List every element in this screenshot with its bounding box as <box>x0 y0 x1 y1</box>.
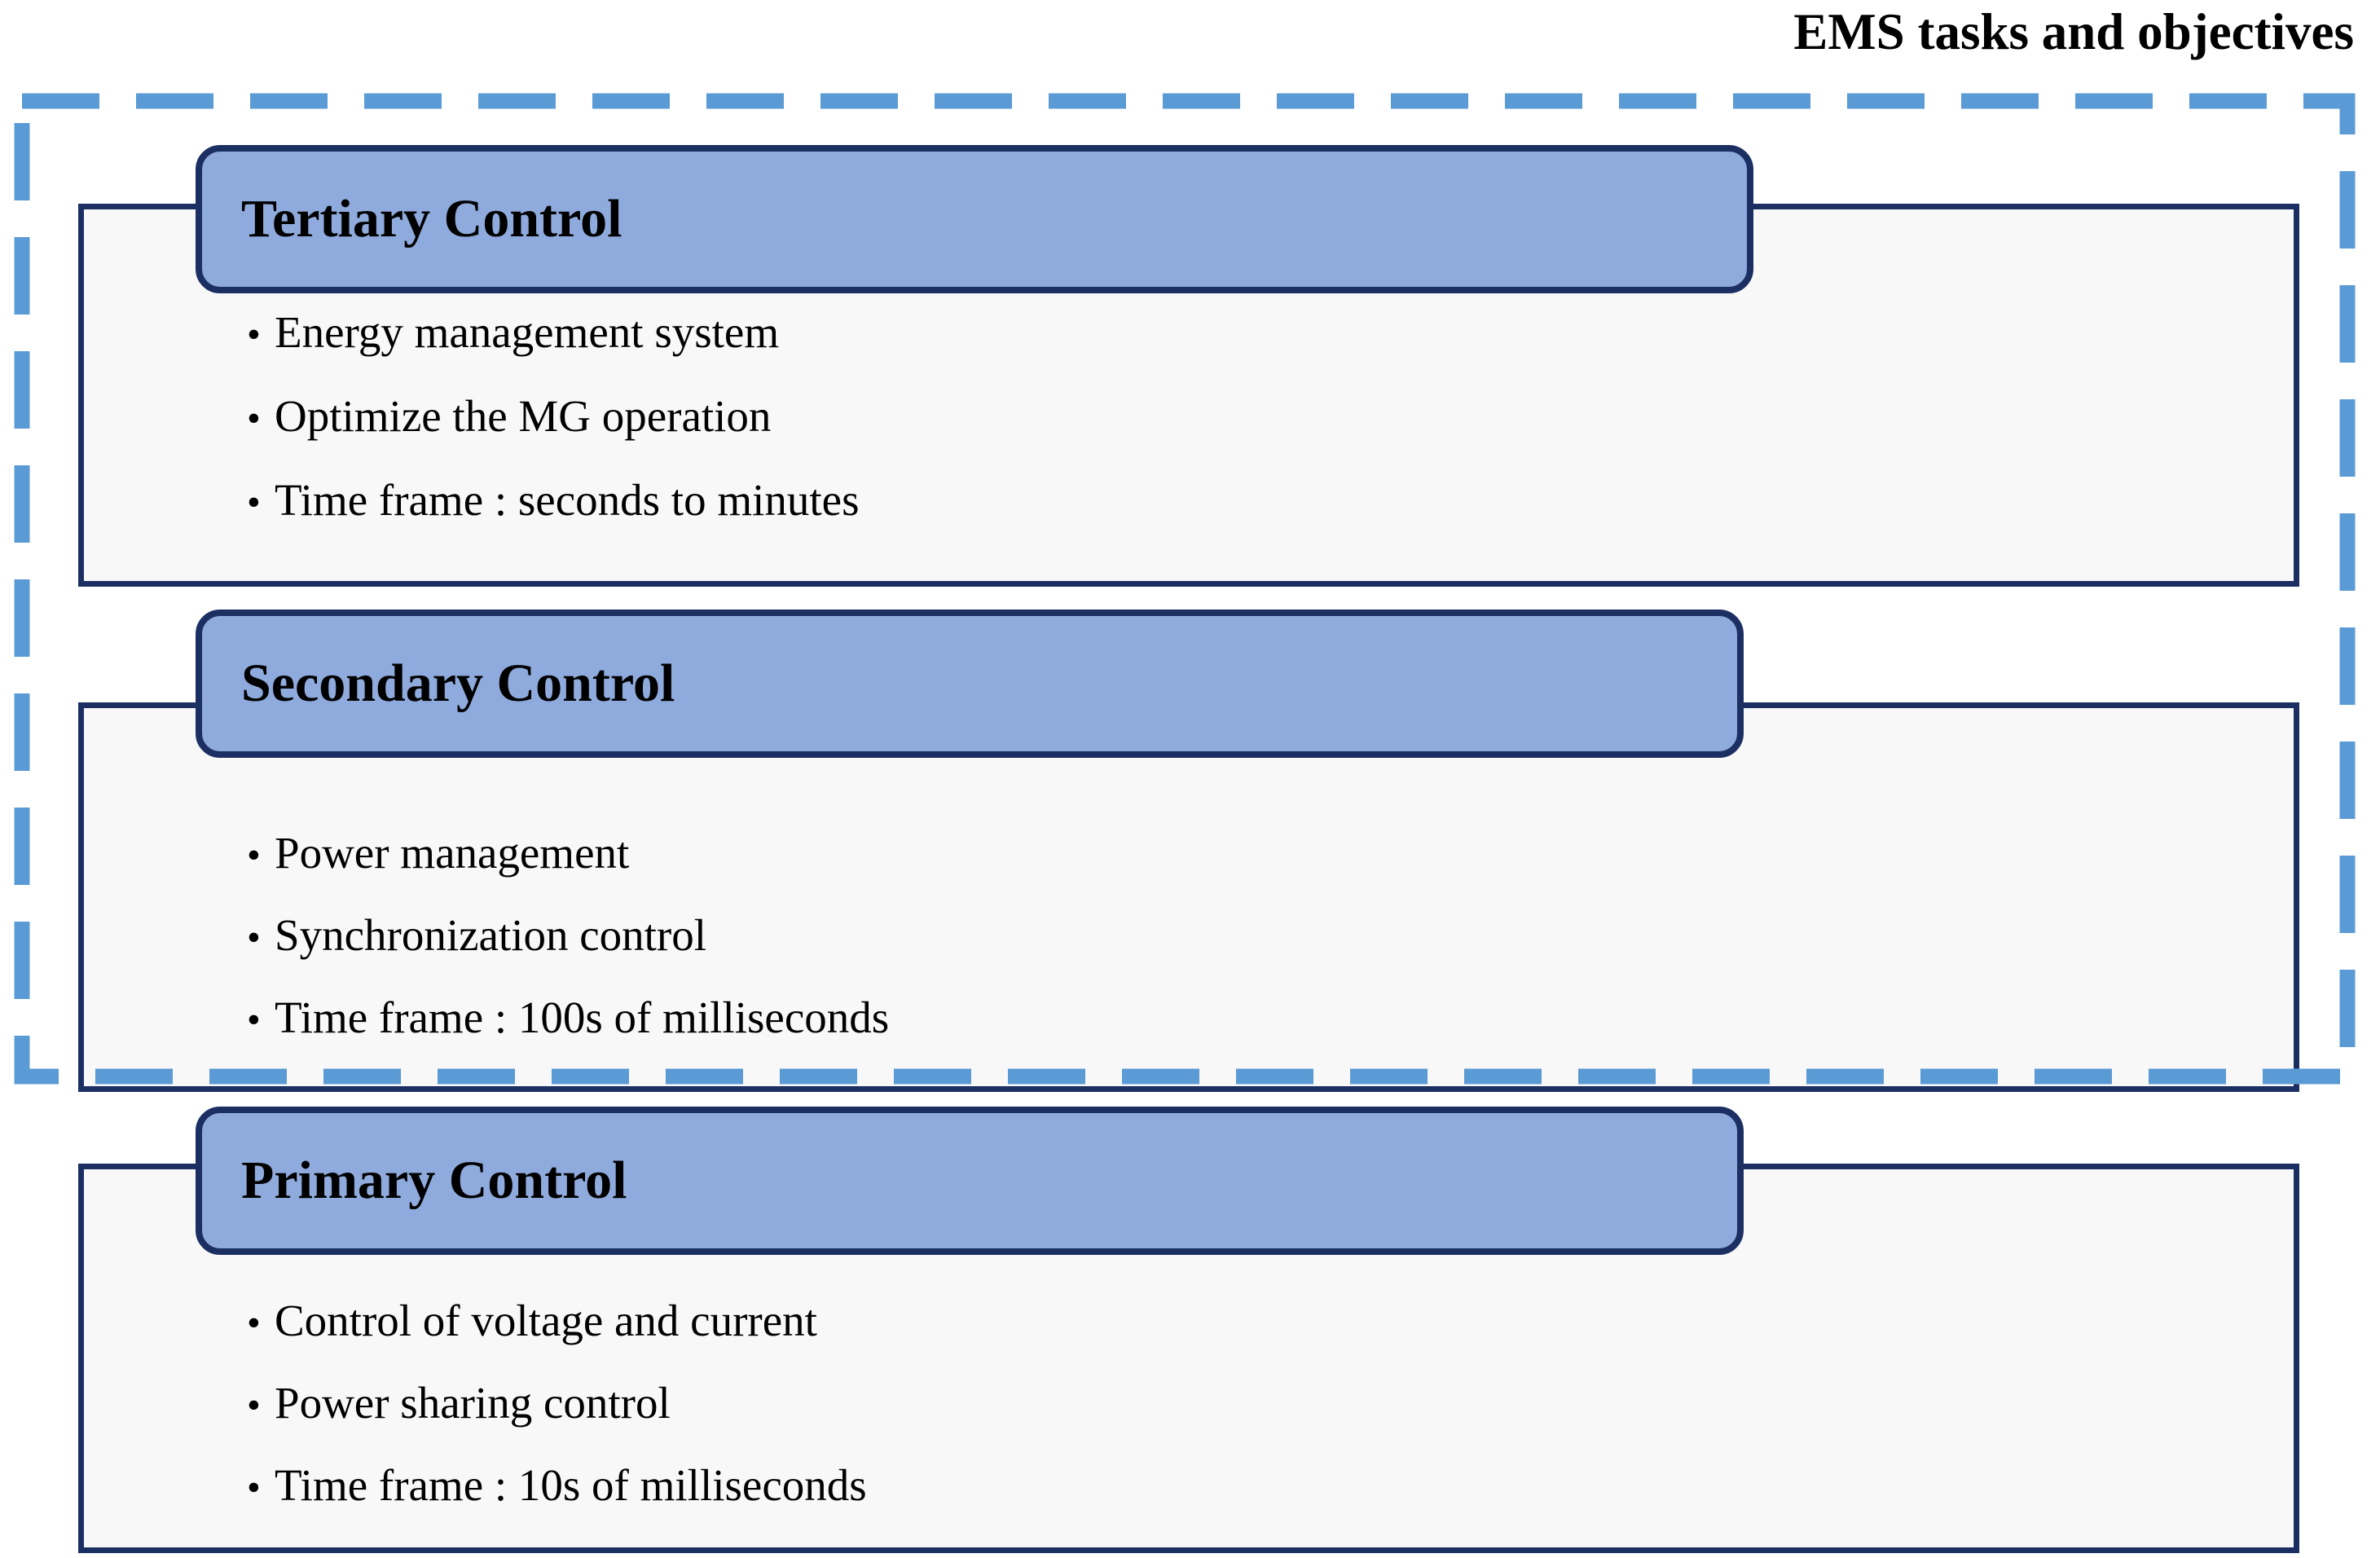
list-item: • Time frame : 100s of milliseconds <box>247 995 2261 1040</box>
header-label: Tertiary Control <box>241 189 622 249</box>
list-item: • Synchronization control <box>247 913 2261 957</box>
bullet-list-tertiary: • Energy management system • Optimize th… <box>247 310 2261 561</box>
list-item-label: Power sharing control <box>275 1378 671 1428</box>
bullet-icon: • <box>247 834 261 877</box>
bullet-icon: • <box>247 481 261 524</box>
list-item: • Control of voltage and current <box>247 1298 2261 1343</box>
bullet-icon: • <box>247 998 261 1041</box>
bullet-list-primary: • Control of voltage and current • Power… <box>247 1298 2261 1545</box>
bullet-icon: • <box>247 397 261 440</box>
bullet-icon: • <box>247 313 261 356</box>
list-item-label: Time frame : seconds to minutes <box>275 475 860 525</box>
list-item: • Time frame : 10s of milliseconds <box>247 1463 2261 1507</box>
header-secondary-control[interactable]: Secondary Control <box>196 610 1744 758</box>
list-item-label: Synchronization control <box>275 910 707 960</box>
bullet-icon: • <box>247 1384 261 1427</box>
bullet-icon: • <box>247 1301 261 1345</box>
header-tertiary-control[interactable]: Tertiary Control <box>196 145 1753 293</box>
bullet-icon: • <box>247 1466 261 1509</box>
list-item: • Time frame : seconds to minutes <box>247 478 2261 522</box>
list-item-label: Optimize the MG operation <box>275 391 772 441</box>
header-primary-control[interactable]: Primary Control <box>196 1107 1744 1255</box>
list-item-label: Power management <box>275 828 630 878</box>
header-label: Primary Control <box>241 1151 627 1210</box>
list-item: • Power sharing control <box>247 1380 2261 1425</box>
list-item-label: Time frame : 100s of milliseconds <box>275 992 890 1042</box>
panel-secondary-control: • Power management • Synchronization con… <box>78 702 2299 1092</box>
list-item: • Power management <box>247 830 2261 875</box>
list-item: • Optimize the MG operation <box>247 394 2261 438</box>
list-item-label: Energy management system <box>275 307 780 357</box>
list-item: • Energy management system <box>247 310 2261 354</box>
page-title: EMS tasks and objectives <box>1793 3 2354 60</box>
list-item-label: Control of voltage and current <box>275 1296 817 1345</box>
header-label: Secondary Control <box>241 654 675 713</box>
list-item-label: Time frame : 10s of milliseconds <box>275 1460 867 1510</box>
bullet-list-secondary: • Power management • Synchronization con… <box>247 830 2261 1077</box>
bullet-icon: • <box>247 916 261 959</box>
